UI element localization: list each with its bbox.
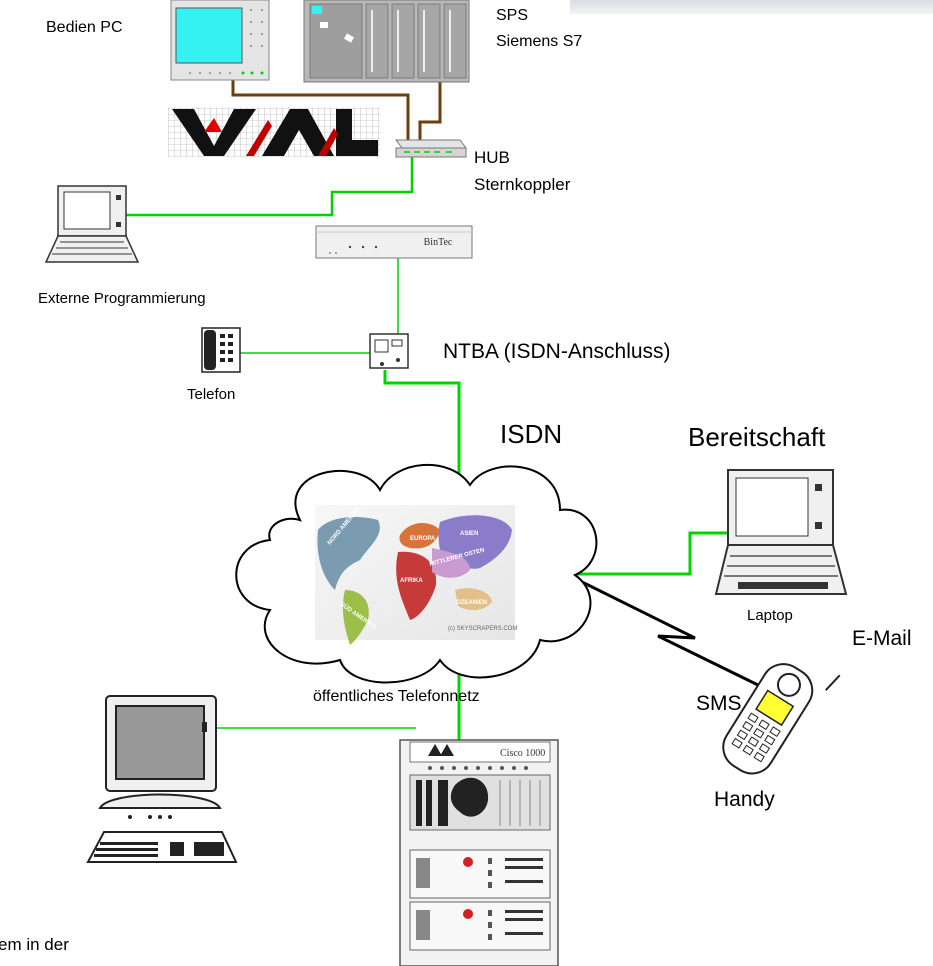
laptop-externe-programmierung <box>44 185 140 263</box>
window-top-bar <box>570 0 933 14</box>
label-telefon: Telefon <box>187 386 236 403</box>
continent-asien: ASIEN <box>460 531 478 537</box>
label-bereitschaft: Bereitschaft <box>688 422 826 452</box>
bintec-router: BinTec <box>315 225 473 259</box>
serial-link-sps <box>418 82 442 142</box>
label-email: E-Mail <box>852 627 912 650</box>
ntba-device <box>369 333 409 369</box>
map-copyright: (c) SKYSCRAPERS.COM <box>448 626 517 632</box>
laptop-bereitschaft <box>714 469 848 595</box>
router-brand: BinTec <box>424 237 453 248</box>
cloud-link-bereitschaft <box>570 531 728 576</box>
connections <box>124 80 759 742</box>
val-logo <box>168 107 380 157</box>
label-telefonnetz: öffentliches Telefonnetz <box>313 688 480 705</box>
cisco-label: Cisco 1000 <box>500 748 545 759</box>
label-sms: SMS <box>696 692 742 715</box>
label-sternkoppler: Sternkoppler <box>474 175 571 194</box>
label-isdn: ISDN <box>500 419 563 449</box>
label-handy: Handy <box>714 788 775 811</box>
ethernet-link-extprog <box>124 155 414 217</box>
serial-link-bedienpc <box>231 80 410 142</box>
label-sps: SPS <box>496 7 529 24</box>
sps-rack <box>303 0 470 83</box>
label-partial-caption: em in der <box>0 935 69 954</box>
bedien-pc-panel <box>170 0 270 81</box>
continent-ozeanien: OZEANIEN <box>456 600 487 606</box>
label-laptop: Laptop <box>747 607 793 624</box>
cisco-rack: Cisco 1000 <box>399 739 559 966</box>
radio-link <box>571 575 759 687</box>
continent-europa: EUROPA <box>410 536 436 542</box>
desktop-computer <box>86 695 238 863</box>
label-siemens-s7: Siemens S7 <box>496 33 583 50</box>
label-ntba: NTBA (ISDN-Anschluss) <box>443 340 671 363</box>
mobile-phone <box>722 663 841 775</box>
label-bedien-pc: Bedien PC <box>46 19 123 36</box>
label-hub: HUB <box>474 148 510 167</box>
hub-device <box>395 139 467 158</box>
label-externe-programmierung: Externe Programmierung <box>38 290 206 307</box>
isdn-link <box>383 370 461 500</box>
telephone-network-cloud: NORD AMERIKA EUROPA ASIEN AFRIKA MITTLER… <box>235 464 598 684</box>
continent-afrika: AFRIKA <box>400 578 423 584</box>
telephone <box>201 327 241 373</box>
